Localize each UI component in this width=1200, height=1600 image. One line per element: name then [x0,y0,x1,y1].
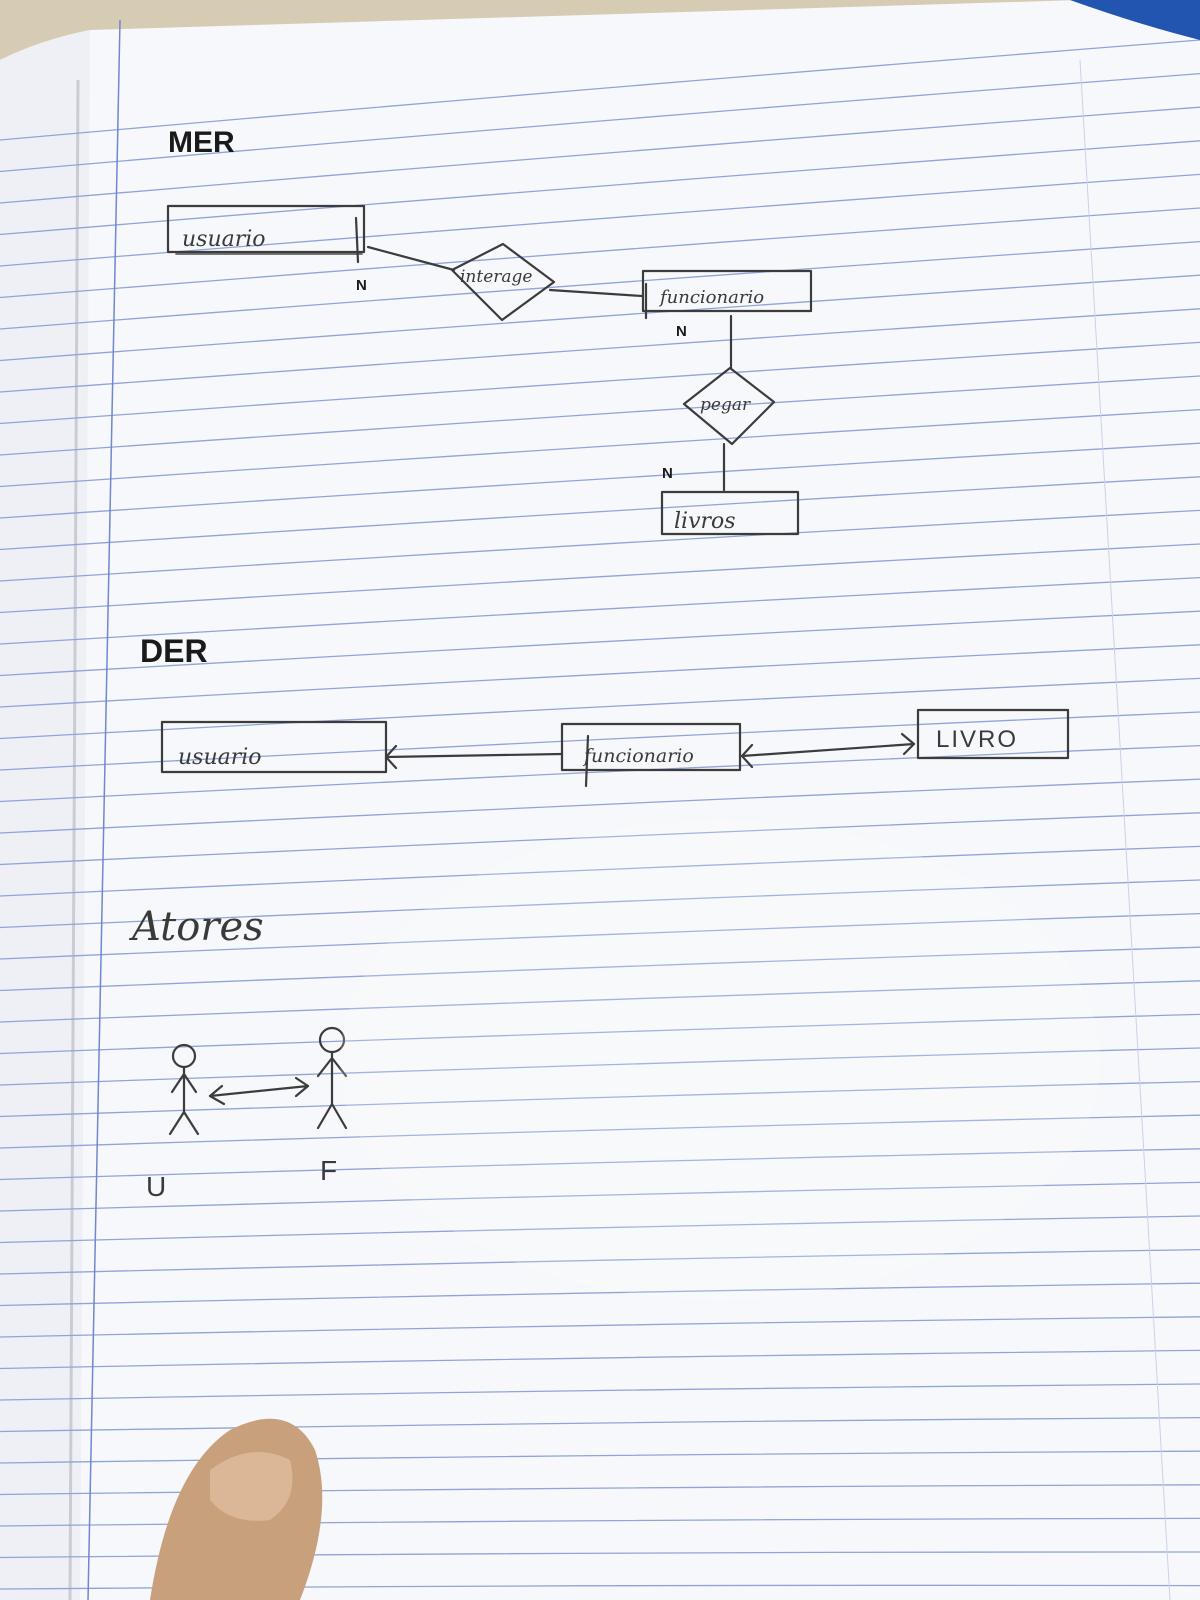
ruled-line [0,1316,1200,1338]
der-livro-box [916,708,1070,760]
ruled-line [0,1080,1200,1118]
der-crowfoot-livro-icon [900,732,916,756]
mer-line-usuario-interage [366,245,456,272]
mer-livros-cardinality: N [662,465,673,482]
der-funcionario-label: funcionario [582,745,694,767]
ruled-line [0,207,1200,299]
der-funcionario-card-tick [584,734,590,788]
actor-f-stick-figure-icon [316,1026,348,1130]
der-crowfoot-funcionario-icon [740,743,754,769]
mer-heading: MER [168,126,235,159]
ruled-line [0,1282,1200,1307]
der-usuario-box [160,720,388,774]
ruled-line [0,912,1200,960]
ruled-line [0,1450,1200,1464]
ruled-line [0,711,1200,771]
mer-livros-label: livros [674,509,736,534]
ruled-line [0,1215,1200,1244]
ruled-line [0,274,1200,362]
der-line-funcionario-livro [740,742,916,758]
mer-usuario-box [166,204,366,254]
margin-line [87,19,121,1600]
ruled-line [0,677,1200,740]
mer-pegar-label: pegar [700,395,751,415]
mer-funcionario-cardinality: N [676,323,687,340]
ruled-line [0,1047,1200,1086]
der-livro-label: LIVRO [936,726,1018,753]
mer-funcionario-label: funcionario [658,287,764,308]
ruled-line [0,1383,1200,1401]
ruled-line [0,308,1200,393]
ruled-line [0,1416,1200,1433]
actor-u-label: U [146,1171,166,1202]
der-line-usuario-funcionario [384,752,564,759]
mer-interage-diamond [450,242,556,322]
ruled-line [0,879,1200,929]
ruled-line [0,140,1200,236]
ruled-line [0,980,1200,1023]
actor-u-stick-figure-icon [168,1043,200,1136]
der-usuario-label: usuario [178,745,262,770]
ruled-line [0,375,1200,456]
ruled-line [0,946,1200,992]
thumb-photo-artifact [150,1418,323,1600]
mer-livros-box [660,490,800,536]
right-margin-line [1079,59,1171,1600]
ruled-line [0,442,1200,519]
ruled-line [0,644,1200,708]
ruled-line [0,1484,1200,1496]
mer-funcionario-box [641,269,813,313]
page-fold [68,79,80,1600]
ruled-line [0,543,1200,614]
ruled-line [0,341,1200,425]
der-funcionario-box [560,722,742,772]
ruled-line [0,408,1200,488]
ruled-lines [0,39,1200,1590]
ruled-line [0,845,1200,897]
mer-pegar-diamond [682,366,776,446]
actor-f-label: F [320,1155,337,1186]
ruled-line [0,106,1200,204]
ruled-line [0,509,1200,582]
ruled-line [0,1148,1200,1181]
ruled-line [0,1114,1200,1149]
ruled-line [0,1248,1200,1275]
ruled-line [0,72,1200,173]
ruled-line [0,576,1200,645]
blue-pen-edge [1070,0,1200,40]
mer-interage-label: interage [460,267,532,287]
atores-heading: Atores [128,904,264,950]
ruled-line [0,240,1200,330]
ruled-line [0,39,1200,141]
mer-line-interage-funcionario [548,288,644,298]
ruled-line [0,778,1200,834]
ruled-line [0,476,1200,551]
actor-double-arrow-icon [208,1076,310,1106]
photo-glare [340,820,1100,1300]
mer-usuario-cardinality: N [356,277,367,294]
ruled-line [0,610,1200,677]
mer-usuario-label: usuario [182,227,266,252]
der-heading: DER [140,633,208,669]
ruled-line [0,744,1200,803]
der-crowfoot-usuario-icon [384,744,398,770]
ruled-line [0,1181,1200,1212]
ruled-line [0,1349,1200,1370]
mer-usuario-card-tick [354,216,360,264]
ruled-line [0,812,1200,866]
